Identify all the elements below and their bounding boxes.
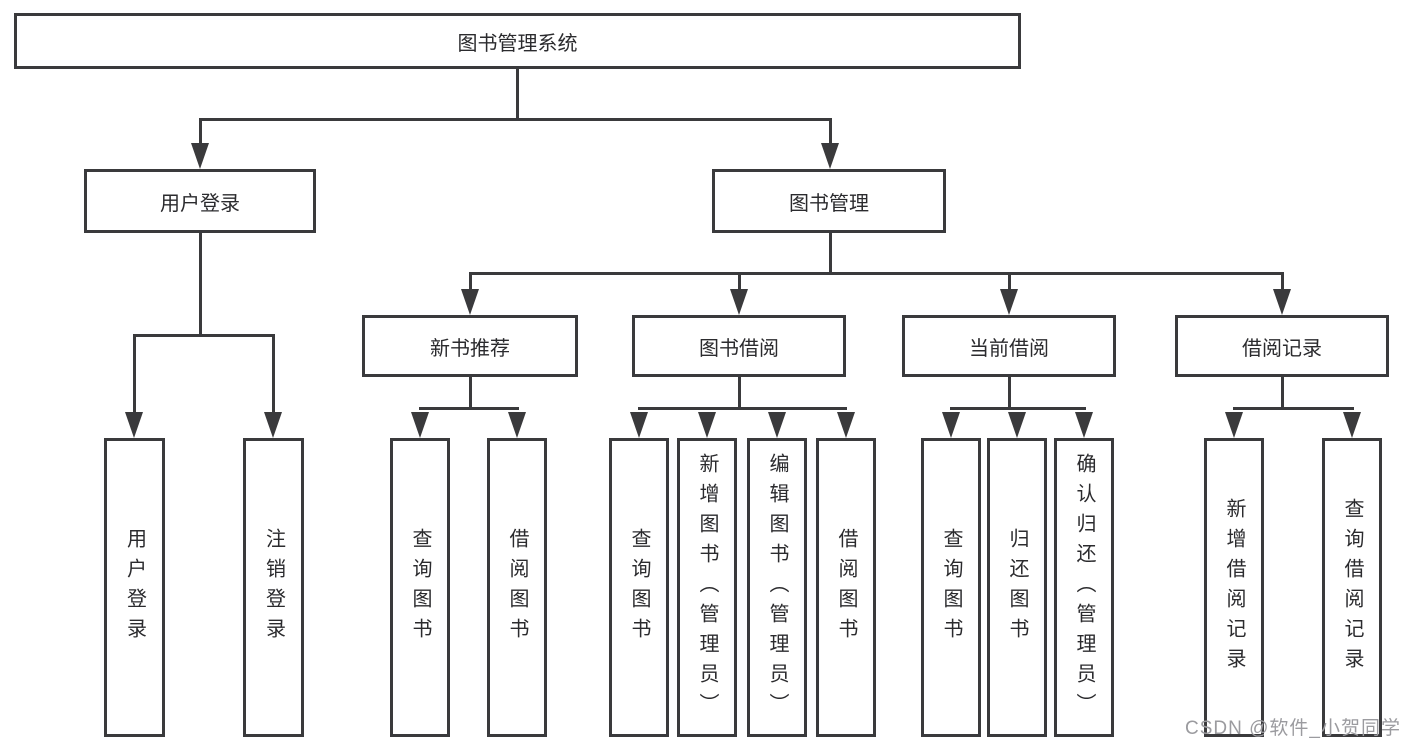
- node-root: 图书管理系统: [14, 13, 1021, 69]
- node-current-borrow-label: 当前借阅: [969, 337, 1049, 360]
- leaf-add-borrow-record: 新增借阅记录: [1204, 438, 1264, 737]
- connector-user-login-stem: [199, 233, 202, 337]
- connector-level3-rail: [469, 272, 1284, 275]
- connector-stem: [1008, 377, 1011, 410]
- node-user-login-label: 用户登录: [160, 192, 240, 215]
- leaf-confirm-return-admin: 确认归还（管理员）: [1054, 438, 1114, 737]
- node-user-login: 用户登录: [84, 169, 316, 233]
- connector-drop: [738, 272, 741, 292]
- arrow-to-new-book: [461, 289, 479, 315]
- connector-leaf-drop: [272, 334, 275, 418]
- connector-book-mgmt-stem: [829, 233, 832, 275]
- arrow-to-leaf: [1008, 412, 1026, 438]
- arrow-to-leaf: [1075, 412, 1093, 438]
- connector-stem: [469, 377, 472, 410]
- node-current-borrow: 当前借阅: [902, 315, 1116, 377]
- connector-rail: [950, 407, 1086, 410]
- connector-stem: [1281, 377, 1284, 410]
- connector-leaf-drop: [133, 334, 136, 418]
- leaf-query-books-current: 查询图书: [921, 438, 981, 737]
- arrow-to-current-borrow: [1000, 289, 1018, 315]
- node-root-label: 图书管理系统: [457, 32, 578, 55]
- connector-level2-rail: [199, 118, 832, 121]
- arrow-to-user-login: [191, 143, 209, 169]
- connector-user-login-drop: [199, 118, 202, 148]
- node-new-book-recommend-label: 新书推荐: [430, 337, 510, 360]
- arrow-to-leaf: [411, 412, 429, 438]
- arrow-to-leaf: [1343, 412, 1361, 438]
- connector-book-mgmt-drop: [829, 118, 832, 148]
- leaf-user-login: 用户登录: [104, 438, 165, 737]
- connector-rail: [419, 407, 519, 410]
- leaf-logout: 注销登录: [243, 438, 304, 737]
- connector-drop: [1281, 272, 1284, 292]
- arrow-to-leaf: [942, 412, 960, 438]
- arrow-to-leaf: [1225, 412, 1243, 438]
- node-book-borrow-label: 图书借阅: [699, 337, 779, 360]
- leaf-query-books-borrow: 查询图书: [609, 438, 669, 737]
- arrow-to-leaf: [630, 412, 648, 438]
- arrow-to-book-mgmt: [821, 143, 839, 169]
- node-borrow-records: 借阅记录: [1175, 315, 1389, 377]
- arrow-to-book-borrow: [730, 289, 748, 315]
- arrow-to-leaf-logout: [264, 412, 282, 438]
- connector-stem: [738, 377, 741, 410]
- connector-drop: [1008, 272, 1011, 292]
- connector-rail: [1233, 407, 1354, 410]
- leaf-borrow-books-recommend: 借阅图书: [487, 438, 547, 737]
- connector-drop: [469, 272, 472, 292]
- node-book-borrow: 图书借阅: [632, 315, 846, 377]
- arrow-to-leaf: [508, 412, 526, 438]
- node-borrow-records-label: 借阅记录: [1242, 337, 1322, 360]
- leaf-return-books: 归还图书: [987, 438, 1047, 737]
- leaf-add-books-admin: 新增图书（管理员）: [677, 438, 737, 737]
- csdn-watermark: CSDN @软件_小贺同学: [1185, 718, 1401, 739]
- connector-root-stem: [516, 69, 519, 118]
- arrow-to-leaf: [698, 412, 716, 438]
- connector-rail: [638, 407, 847, 410]
- node-new-book-recommend: 新书推荐: [362, 315, 578, 377]
- connector-user-login-rail: [133, 334, 275, 337]
- leaf-borrow-books: 借阅图书: [816, 438, 876, 737]
- arrow-to-borrow-records: [1273, 289, 1291, 315]
- arrow-to-leaf-login: [125, 412, 143, 438]
- node-book-management: 图书管理: [712, 169, 946, 233]
- leaf-edit-books-admin: 编辑图书（管理员）: [747, 438, 807, 737]
- leaf-query-books-recommend: 查询图书: [390, 438, 450, 737]
- arrow-to-leaf: [837, 412, 855, 438]
- leaf-query-borrow-record: 查询借阅记录: [1322, 438, 1382, 737]
- arrow-to-leaf: [768, 412, 786, 438]
- node-book-management-label: 图书管理: [789, 192, 869, 215]
